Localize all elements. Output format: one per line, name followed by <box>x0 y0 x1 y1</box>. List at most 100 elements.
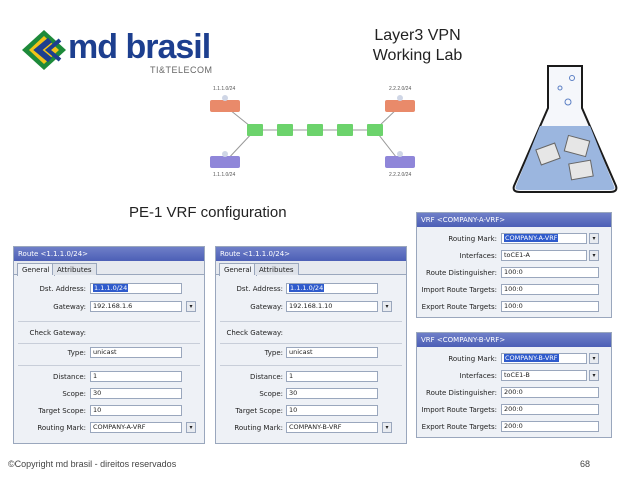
section-label: PE-1 VRF configuration <box>129 204 287 221</box>
divider <box>18 321 200 322</box>
route-window-a-tabs: General Attributes <box>14 261 204 276</box>
tab-attributes[interactable]: Attributes <box>254 263 299 275</box>
router-p-3 <box>337 124 353 136</box>
import-route-targets-label: Import Route Targets: <box>421 406 497 414</box>
check-gateway-label: Check Gateway: <box>29 329 86 337</box>
distance-label: Distance: <box>250 373 283 381</box>
dst-address-label: Dst. Address: <box>236 285 283 293</box>
gateway-dropdown-icon[interactable]: ▾ <box>186 301 196 312</box>
export-route-targets-label: Export Route Targets: <box>421 303 497 311</box>
dst-address-field[interactable]: 1.1.1.0/24 <box>90 283 182 294</box>
vrf-window-b: VRF <COMPANY-B-VRF> Routing Mark: COMPANY… <box>416 332 612 438</box>
interfaces-label: Interfaces: <box>459 372 497 380</box>
tab-general[interactable]: General <box>219 263 257 276</box>
tab-general[interactable]: General <box>17 263 55 276</box>
route-window-a: Route <1.1.1.0/24> General Attributes Ds… <box>13 246 205 444</box>
type-label: Type: <box>67 349 86 357</box>
route-distinguisher-field[interactable]: 200:0 <box>501 387 599 398</box>
vrf-routing-mark-field[interactable]: COMPANY-B-VRF <box>501 353 587 364</box>
routing-mark-field[interactable]: COMPANY-B-VRF <box>286 422 378 433</box>
distance-field[interactable]: 1 <box>286 371 378 382</box>
dst-address-value: 1.1.1.0/24 <box>93 284 129 292</box>
dst-address-label: Dst. Address: <box>39 285 86 293</box>
scope-field[interactable]: 30 <box>90 388 182 399</box>
type-field[interactable]: unicast <box>90 347 182 358</box>
route-window-a-title: Route <1.1.1.0/24> <box>14 247 204 261</box>
import-route-targets-field[interactable]: 200:0 <box>501 404 599 415</box>
diagram-label-top-right: 2.2.2.0/24 <box>389 86 412 92</box>
routing-mark-dropdown-icon[interactable]: ▾ <box>186 422 196 433</box>
target-scope-field[interactable]: 10 <box>90 405 182 416</box>
routing-mark-field[interactable]: COMPANY-A-VRF <box>90 422 182 433</box>
divider <box>220 365 402 366</box>
route-window-b: Route <1.1.1.0/24> General Attributes Ds… <box>215 246 407 444</box>
divider <box>18 343 200 344</box>
routing-mark-label: Routing Mark: <box>234 424 283 432</box>
diagram-label-bottom-right: 2.2.2.0/24 <box>389 172 412 178</box>
target-scope-label: Target Scope: <box>235 407 283 415</box>
vrf-routing-mark-dropdown-icon[interactable]: ▾ <box>589 353 599 364</box>
route-distinguisher-field[interactable]: 100:0 <box>501 267 599 278</box>
dst-address-field[interactable]: 1.1.1.0/24 <box>286 283 378 294</box>
target-scope-field[interactable]: 10 <box>286 405 378 416</box>
interfaces-field[interactable]: toCE1-B <box>501 370 587 381</box>
divider <box>220 321 402 322</box>
vrf-routing-mark-dropdown-icon[interactable]: ▾ <box>589 233 599 244</box>
vrf-routing-mark-value: COMPANY-B-VRF <box>504 354 559 362</box>
divider <box>220 343 402 344</box>
export-route-targets-label: Export Route Targets: <box>421 423 497 431</box>
check-gateway-label: Check Gateway: <box>226 329 283 337</box>
title-line-1: Layer3 VPN <box>374 27 461 44</box>
divider <box>18 365 200 366</box>
export-route-targets-field[interactable]: 200:0 <box>501 421 599 432</box>
brand-logo-mark <box>22 30 66 70</box>
page-number: 68 <box>580 459 591 469</box>
router-ce-bottom-right <box>385 151 415 168</box>
gateway-field[interactable]: 192.168.1.10 <box>286 301 378 312</box>
vrf-routing-mark-field[interactable]: COMPANY-A-VRF <box>501 233 587 244</box>
vrf-routing-mark-label: Routing Mark: <box>448 235 497 243</box>
vrf-window-a-title: VRF <COMPANY-A-VRF> <box>417 213 611 227</box>
tab-attributes[interactable]: Attributes <box>52 263 97 275</box>
import-route-targets-field[interactable]: 100:0 <box>501 284 599 295</box>
diagram-label-bottom-left: 1.1.1.0/24 <box>213 172 236 178</box>
router-p-2 <box>307 124 323 136</box>
diagram-label-top-left: 1.1.1.0/24 <box>213 86 236 92</box>
vrf-window-a: VRF <COMPANY-A-VRF> Routing Mark: COMPANY… <box>416 212 612 318</box>
brand-tagline: TI&TELECOM <box>150 65 213 75</box>
gateway-dropdown-icon[interactable]: ▾ <box>382 301 392 312</box>
brand-logo: md brasil TI&TELECOM <box>20 28 225 75</box>
distance-field[interactable]: 1 <box>90 371 182 382</box>
interfaces-dropdown-icon[interactable]: ▾ <box>589 250 599 261</box>
interfaces-dropdown-icon[interactable]: ▾ <box>589 370 599 381</box>
interfaces-label: Interfaces: <box>459 252 497 260</box>
router-ce-bottom-left <box>210 151 240 168</box>
gateway-field[interactable]: 192.168.1.6 <box>90 301 182 312</box>
vrf-window-b-title: VRF <COMPANY-B-VRF> <box>417 333 611 347</box>
router-ce-top-left <box>210 95 240 112</box>
brand-name: md brasil <box>68 28 211 66</box>
scope-field[interactable]: 30 <box>286 388 378 399</box>
interfaces-field[interactable]: toCE1-A <box>501 250 587 261</box>
title-line-2: Working Lab <box>372 47 463 64</box>
routing-mark-label: Routing Mark: <box>37 424 86 432</box>
router-pe-2 <box>367 124 383 136</box>
type-field[interactable]: unicast <box>286 347 378 358</box>
type-label: Type: <box>264 349 283 357</box>
routing-mark-dropdown-icon[interactable]: ▾ <box>382 422 392 433</box>
dst-address-value: 1.1.1.0/24 <box>289 284 325 292</box>
target-scope-label: Target Scope: <box>38 407 86 415</box>
export-route-targets-field[interactable]: 100:0 <box>501 301 599 312</box>
router-p-1 <box>277 124 293 136</box>
route-distinguisher-label: Route Distinguisher: <box>426 389 497 397</box>
router-ce-top-right <box>385 95 415 112</box>
network-topology <box>210 95 415 168</box>
distance-label: Distance: <box>53 373 86 381</box>
scope-label: Scope: <box>259 390 283 398</box>
route-window-b-tabs: General Attributes <box>216 261 406 276</box>
route-distinguisher-label: Route Distinguisher: <box>426 269 497 277</box>
router-pe-1 <box>247 124 263 136</box>
vrf-routing-mark-label: Routing Mark: <box>448 355 497 363</box>
lab-flask-illustration <box>510 62 620 194</box>
